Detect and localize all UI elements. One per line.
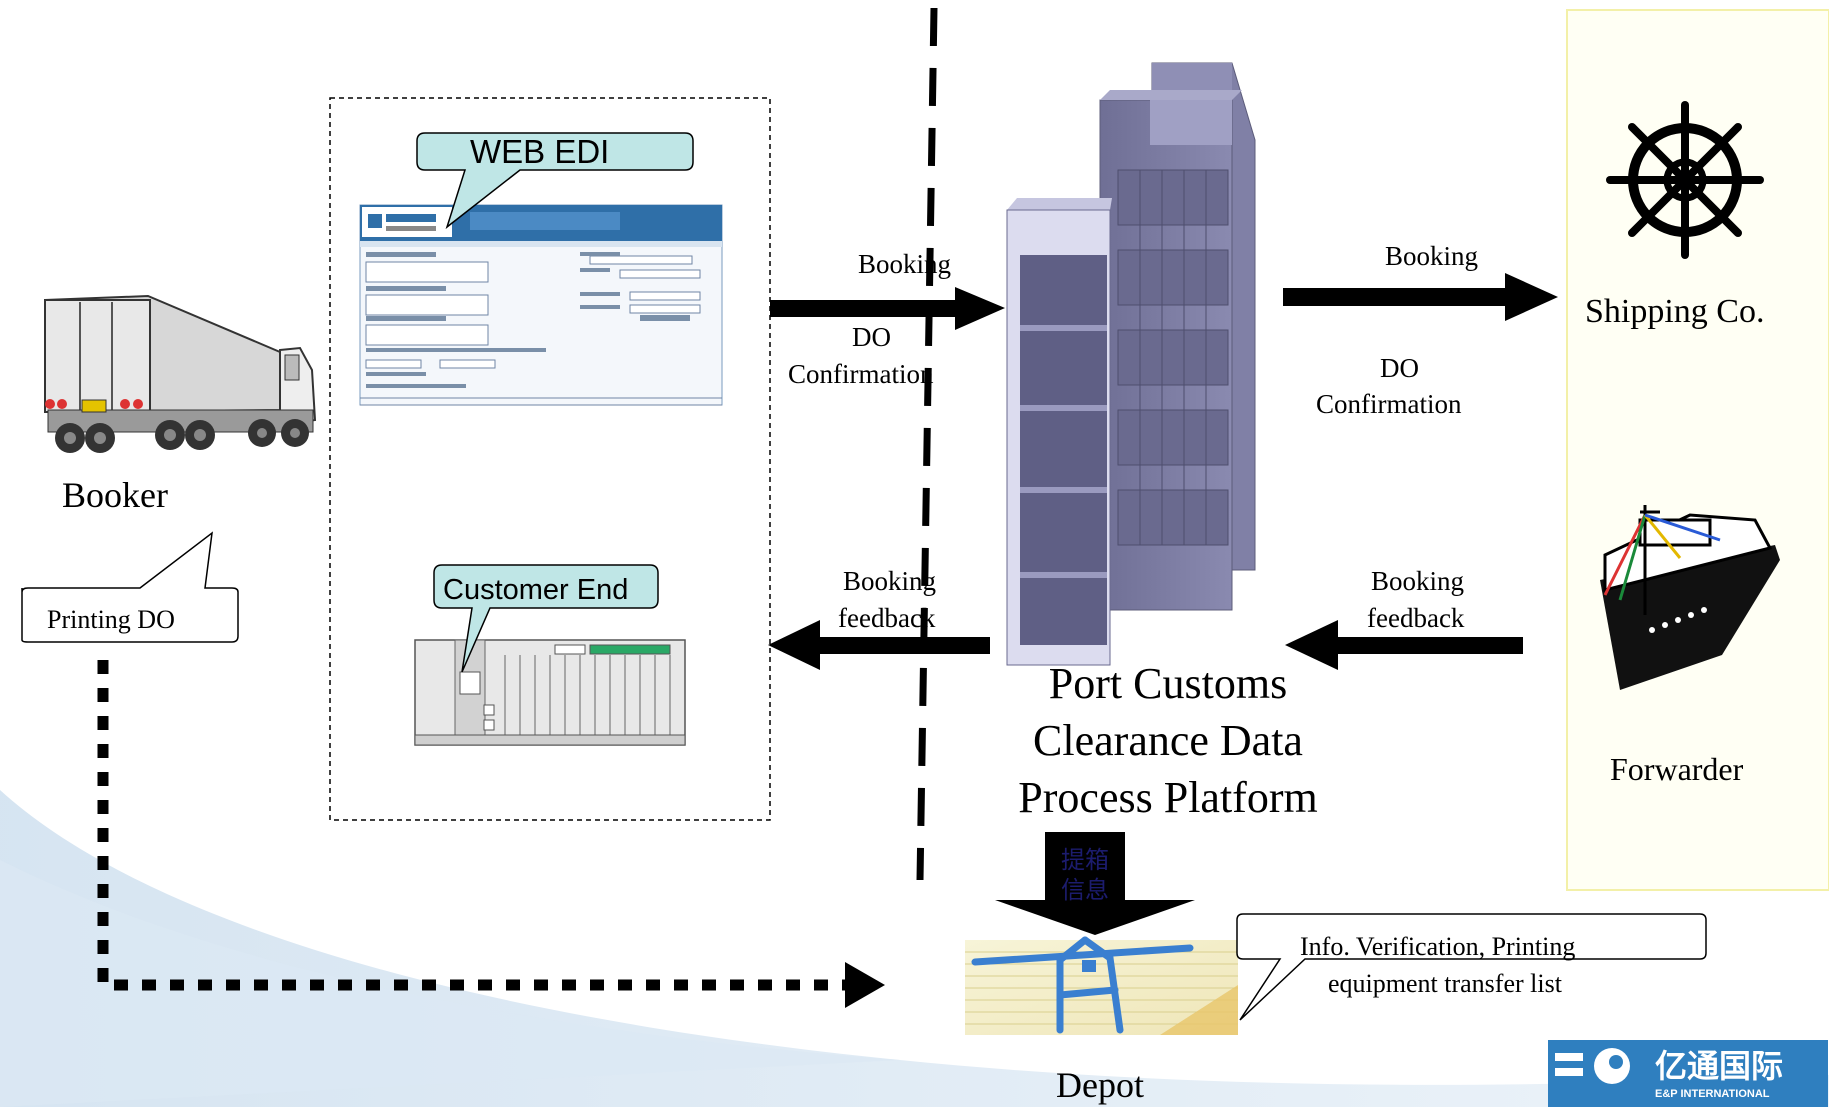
left-feedback-label-2: feedback [838,603,936,633]
left-do-label-2: Confirmation [788,359,934,389]
logo-cn-text: 亿通国际 [1655,1047,1783,1085]
feedback-arrow-left [768,620,990,670]
booking-arrow-right [1283,273,1558,321]
printing-do-path [97,660,885,1008]
shipping-co-label: Shipping Co. [1585,293,1764,330]
left-feedback-label-1: Booking [843,566,936,596]
container-info-arrow [995,832,1195,935]
printing-do-text: Printing DO [47,605,175,634]
building-icon [1006,62,1256,666]
left-booking-label: Booking [858,249,951,279]
crane-icon [965,936,1238,1035]
logo-en-text: E&P INTERNATIONAL [1655,1088,1770,1100]
web-edi-text: WEB EDI [470,133,609,170]
web-edi-callout [416,132,694,230]
background-swoosh-top [0,860,900,1107]
info-verification-callout [1236,913,1707,1021]
right-do-label-1: DO [1380,353,1419,383]
booker-label: Booker [62,475,168,515]
company-logo: 亿通国际 E&P INTERNATIONAL [1548,1040,1828,1107]
forwarder-label: Forwarder [1610,751,1744,787]
depot-label: Depot [1056,1065,1144,1105]
boundary-divider [916,7,938,881]
info-verification-text-2: equipment transfer list [1328,969,1563,998]
server-rack-icon [414,639,686,746]
client-group-box [329,97,771,821]
info-verification-text-1: Info. Verification, Printing [1300,932,1575,961]
right-feedback-label-1: Booking [1371,566,1464,596]
feedback-arrow-right [1285,620,1523,670]
customer-end-callout [433,564,659,673]
platform-label-line3: Process Platform [1018,773,1317,822]
web-edi-form-icon [359,204,723,406]
platform-label-line2: Clearance Data [1033,716,1303,765]
booking-arrow-left [770,287,1005,330]
left-do-label-1: DO [852,322,891,352]
printing-do-callout [21,531,239,643]
truck-icon [44,294,317,453]
platform-label-line1: Port Customs [1049,659,1287,708]
down-arrow-text-2: 信息 [1061,876,1109,904]
down-arrow-text-1: 提箱 [1061,846,1109,874]
right-feedback-label-2: feedback [1367,603,1465,633]
right-booking-label: Booking [1385,241,1478,271]
right-do-label-2: Confirmation [1316,389,1462,419]
ship-icon [1600,505,1780,690]
ship-wheel-icon [1606,101,1764,259]
customer-end-text: Customer End [443,574,628,606]
partner-panel [1566,9,1829,891]
